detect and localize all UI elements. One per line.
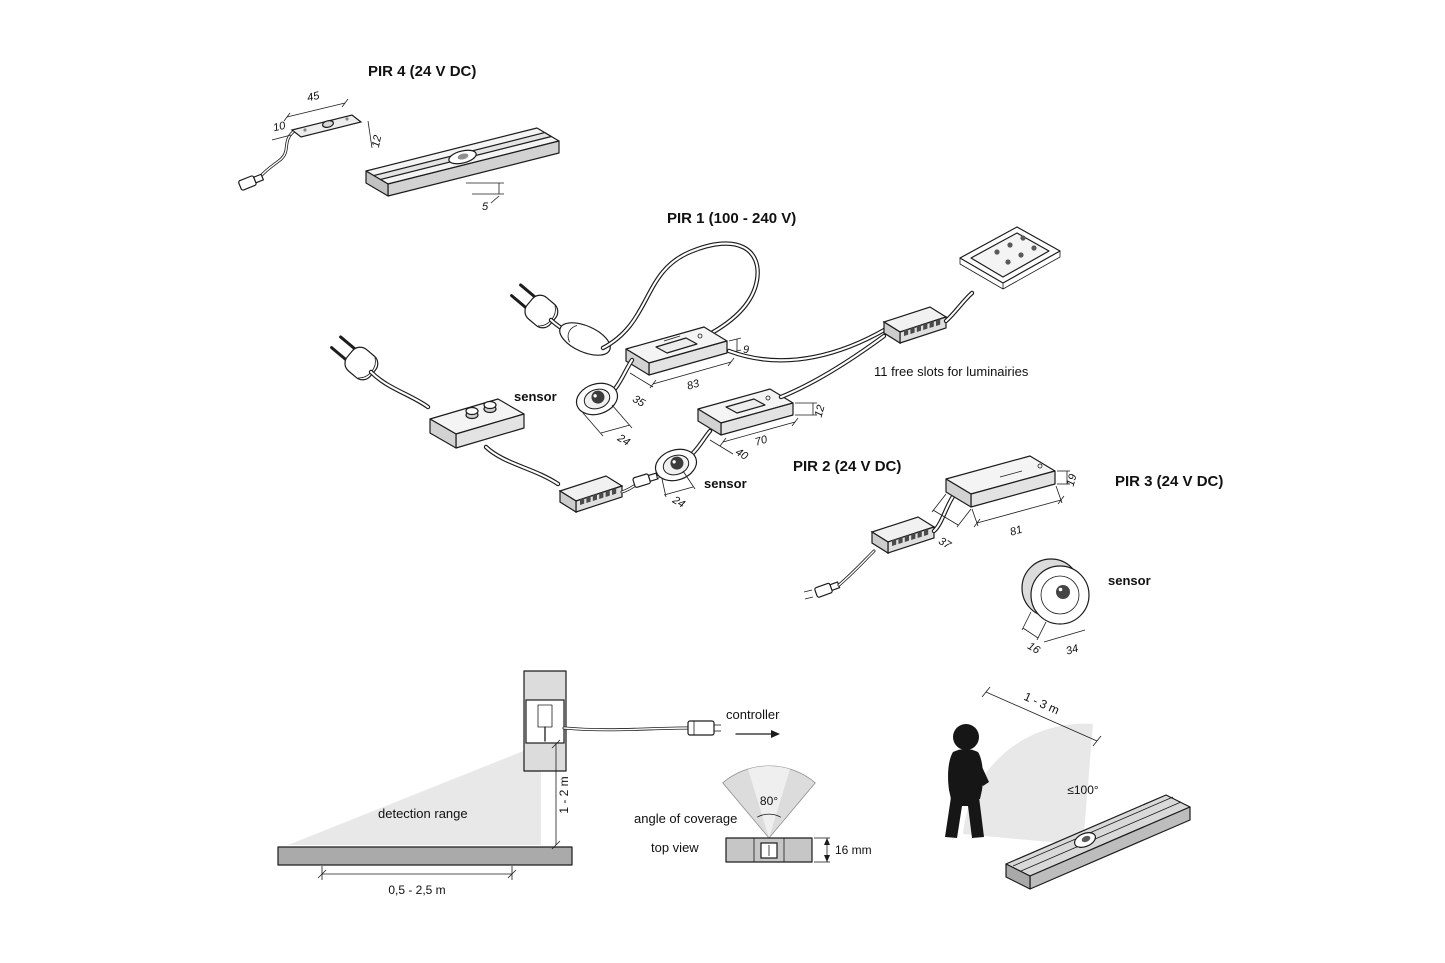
controller-connector [687,720,721,736]
install-dim-lines [981,686,1102,747]
pir4-section: PIR 4 (24 V DC) 45 10 12 [237,63,560,213]
pir2-driver-box [429,398,525,449]
pir1-dim-length: 83 [686,377,702,392]
pir3-sensor-label: sensor [1108,573,1151,588]
pir4-dim-recess: 5 [482,201,489,213]
installation-diagram: 1 - 3 m ≤100° [945,686,1191,890]
pir2-dim-width: 40 [733,446,750,463]
pir2-output-cable [778,333,887,400]
pir2-dim-height: 12 [813,404,828,419]
pir4-recess-dim-lines [466,182,504,204]
detection-range-diagram: controller detection range 1 - 2 m 0,5 -… [277,670,780,897]
beam-angle-dim: ≤100° [1067,783,1099,797]
profile-width-dim: 16 mm [835,843,872,857]
pir2-distributor [559,475,623,513]
pir2-dim-length: 70 [754,433,770,448]
profile-rail [1005,794,1191,890]
pir1-plug-adapter [559,322,611,356]
detection-dim-lines [317,739,561,880]
pir3-dim-sensor-height: 16 [1025,640,1042,657]
pir1-sensor-dim-lines [582,404,633,437]
pir3-dim-sensor-dia: 34 [1065,643,1080,658]
luminaire-distributor [883,306,947,344]
pir4-title: PIR 4 (24 V DC) [368,63,476,80]
detection-width-dim: 0,5 - 2,5 m [388,883,445,897]
pir2-dim-lines [661,402,817,498]
pir1-sensor-label: sensor [514,389,557,404]
controller-label: controller [726,707,780,722]
pir2-title: PIR 2 (24 V DC) [793,458,901,475]
coverage-angle-dim: 80° [760,794,778,808]
pir3-sensor [1021,558,1090,625]
pir3-distributor [871,516,935,554]
angle-of-coverage-diagram: 80° angle of coverage top view 16 mm [634,765,872,863]
pir2-controller [697,388,794,436]
pir3-title: PIR 3 (24 V DC) [1115,473,1223,490]
pir1-power-cable [600,241,760,351]
install-range-dim: 1 - 3 m [1022,689,1062,717]
pir3-dim-lines [931,470,1070,528]
pir1-section: PIR 1 (100 - 240 V) sensor 24 [505,210,1061,449]
pir3-dim-width: 37 [936,535,953,552]
pir3-sensor-dim-lines [1021,611,1086,643]
pir2-sensor-label: sensor [704,476,747,491]
pir3-controller [945,455,1056,508]
controller-arrow-icon [735,730,780,738]
pir3-dim-height: 19 [1065,473,1080,488]
pir4-dim-width: 10 [272,120,287,135]
floor [277,846,573,866]
person-silhouette [945,724,989,838]
pir4-sensor-strip [290,114,363,138]
mount-height-dim: 1 - 2 m [557,776,571,813]
pir4-profile-rail [365,127,560,197]
pir3-connector [803,579,841,600]
pir1-dim-width: 35 [630,393,647,410]
pir1-dim-height: 9 [743,344,749,356]
pir1-controller [625,326,728,376]
pir1-title: PIR 1 (100 - 240 V) [667,210,796,227]
detection-beam [288,744,541,845]
angle-arc [757,813,781,818]
profile-front-view [725,837,813,863]
top-view-label: top view [651,840,699,855]
pir4-dim-height: 12 [370,134,384,148]
recessed-luminaire [959,226,1061,290]
pir2-inline-connector [631,470,660,489]
pir2-dim-sensor: 24 [669,494,687,511]
pir1-sensor [571,377,623,421]
pir3-section: PIR 3 (24 V DC) [803,455,1223,658]
pir4-connector [237,171,265,192]
angle-of-coverage-label: angle of coverage [634,811,737,826]
sensor-cross-section [525,699,565,744]
pir4-dim-length: 45 [306,90,321,105]
pir1-dim-sensor: 24 [614,432,632,449]
light-beam [963,723,1093,845]
pir4-dim-lines [271,98,373,149]
pir3-dim-length: 81 [1009,524,1024,539]
pir1-dim-lines [629,337,742,389]
free-slots-label: 11 free slots for luminairies [874,364,1029,379]
pir1-output-cable [726,326,889,363]
detection-range-label: detection range [378,806,468,821]
